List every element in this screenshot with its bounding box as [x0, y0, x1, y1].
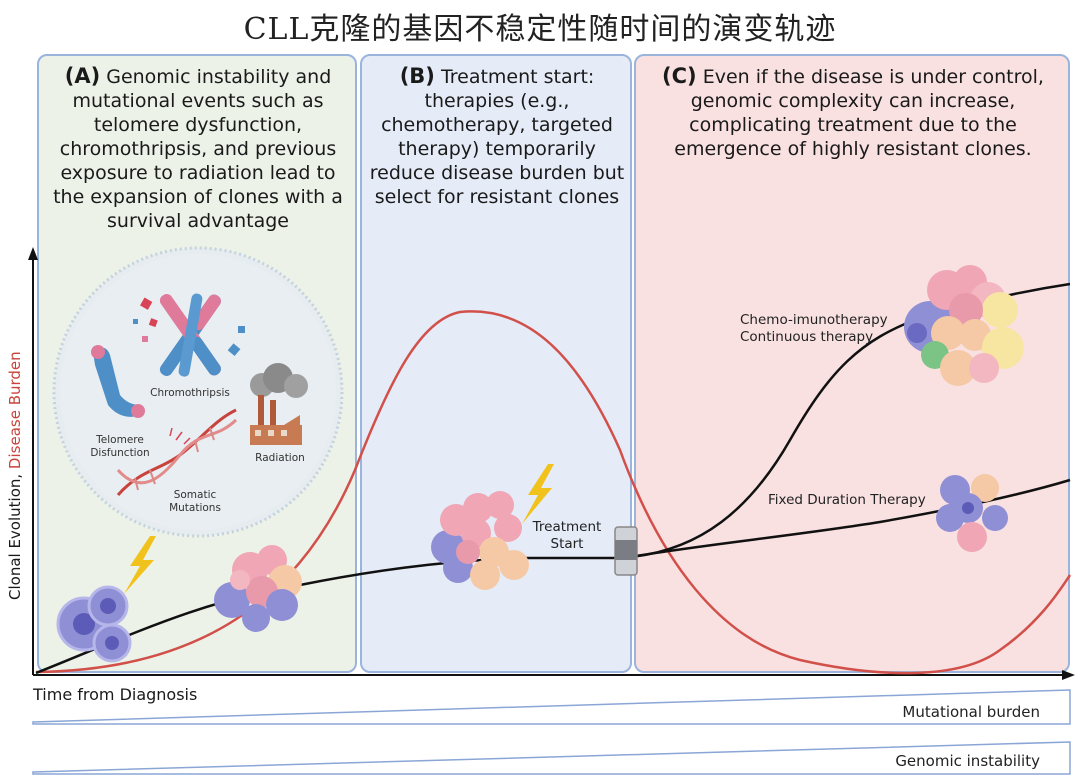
treatment-pill-icon: [614, 526, 638, 576]
mutational-burden-wedge: [32, 689, 1071, 725]
disease-burden-curve: [35, 310, 1072, 675]
axes: [28, 247, 1075, 680]
telomere-chromosome-icon: [91, 345, 145, 418]
panel-a-letter: (A): [64, 64, 101, 88]
clone-cluster-resistant-large: [904, 265, 1024, 386]
panel-b-text: (B) Treatment start: therapies (e.g., ch…: [366, 64, 628, 209]
dna-helix-icon: [116, 408, 238, 496]
mutational-events-circle: [52, 246, 344, 538]
panel-a-description: Genomic instability and mutational event…: [53, 66, 343, 232]
radiation-factory-icon: [250, 363, 308, 445]
y-axis-label-disease: Disease Burden: [6, 351, 24, 470]
y-axis-label-main: Clonal Evolution,: [6, 469, 24, 600]
clone-cluster-small: [56, 585, 132, 663]
fragment-icons: [133, 297, 245, 357]
chromosome-icon: [159, 293, 221, 377]
radiation-label: Radiation: [255, 452, 305, 464]
x-axis-label: Time from Diagnosis: [33, 685, 198, 704]
chromothripsis-label: Chromothripsis: [150, 387, 230, 399]
panel-b-letter: (B): [399, 64, 435, 88]
treatment-start-label: Treatment Start: [532, 519, 602, 552]
chemo-label-line-2: Continuous therapy: [740, 329, 874, 345]
clone-cluster-medium: [214, 545, 302, 632]
somatic-label: Somatic Mutations: [169, 489, 221, 514]
panel-b-description: Treatment start: therapies (e.g., chemot…: [369, 66, 625, 208]
y-axis-label: Clonal Evolution, Disease Burden: [6, 351, 26, 600]
mutational-burden-label: Mutational burden: [902, 703, 1040, 721]
telomere-label: Telomere Disfunction: [90, 434, 150, 459]
genomic-instability-label: Genomic instability: [895, 752, 1040, 770]
fixed-duration-curve: [629, 478, 1071, 559]
lightning-icon: [124, 536, 156, 594]
page-title: CLL克隆的基因不稳定性随时间的演变轨迹: [243, 12, 837, 47]
panel-a-text: (A) Genomic instability and mutational e…: [47, 64, 349, 233]
panel-c-description: Even if the disease is under control, ge…: [674, 66, 1044, 160]
clone-cluster-treatment: [431, 491, 529, 590]
panel-c-text: (C) Even if the disease is under control…: [640, 64, 1066, 161]
burst-icon: [169, 427, 191, 445]
fixed-duration-label: Fixed Duration Therapy: [768, 492, 926, 508]
lightning-icon-2: [522, 464, 554, 524]
panel-c-letter: (C): [662, 64, 697, 88]
genomic-instability-wedge: [32, 741, 1071, 775]
clone-cluster-resistant-small: [936, 474, 1008, 552]
chemo-label-line-1: Chemo-imunotherapy: [740, 312, 888, 328]
